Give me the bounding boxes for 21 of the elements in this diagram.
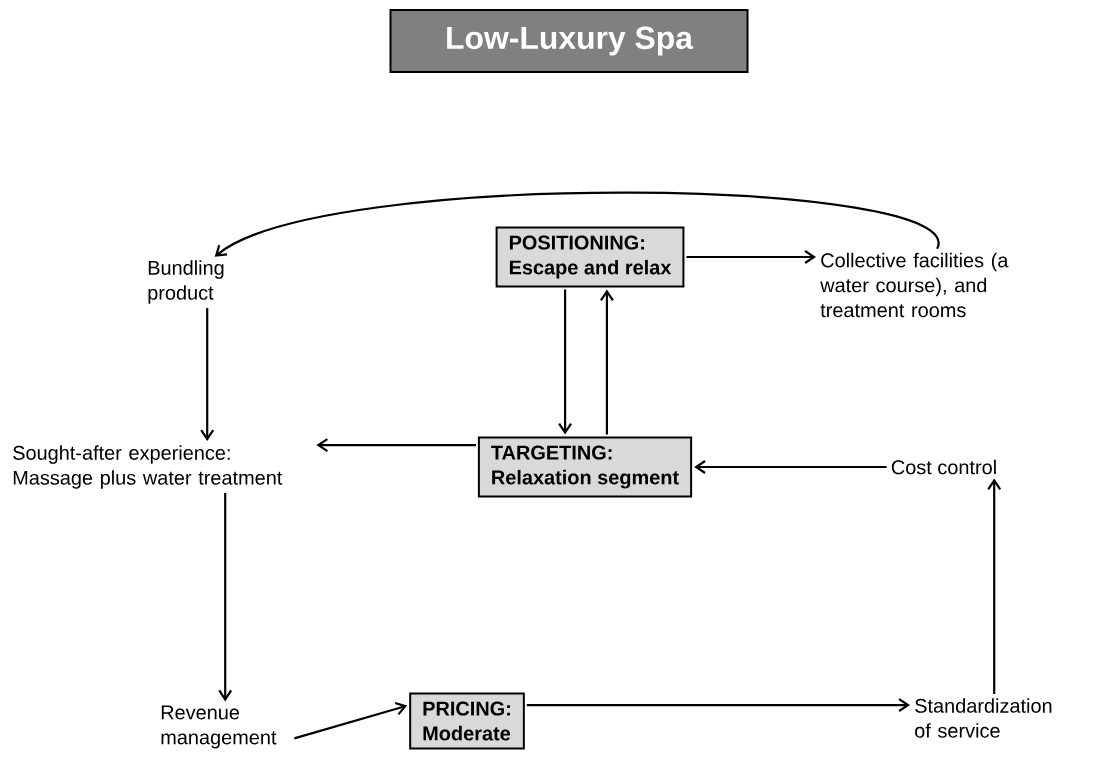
arrow [316,438,476,452]
arrow [694,460,887,474]
label-text: Sought-after experience: Massage plus water treatment [13,445,283,489]
arrow [600,289,614,435]
arrow [987,478,1002,695]
arrow [214,191,939,257]
label-text: Cost control [891,459,996,475]
title-box: Low-Luxury Spa [389,9,749,73]
arrow [200,307,215,442]
arrow [294,701,408,740]
label-box: POSITIONING: Escape and relax [495,226,685,288]
label-box: PRICING: Moderate [409,692,525,750]
arrow [526,698,910,712]
arrow [558,289,572,435]
label-box: TARGETING: Relaxation segment [477,436,693,498]
label-text: Collective facilities (a water course), and treatment rooms [820,252,1009,318]
arrow [686,250,816,264]
label-text: Standardization of service [915,698,1052,738]
label-text: Revenue management [161,705,277,749]
arrow [218,492,233,702]
label-text: Bundling product [148,260,224,304]
